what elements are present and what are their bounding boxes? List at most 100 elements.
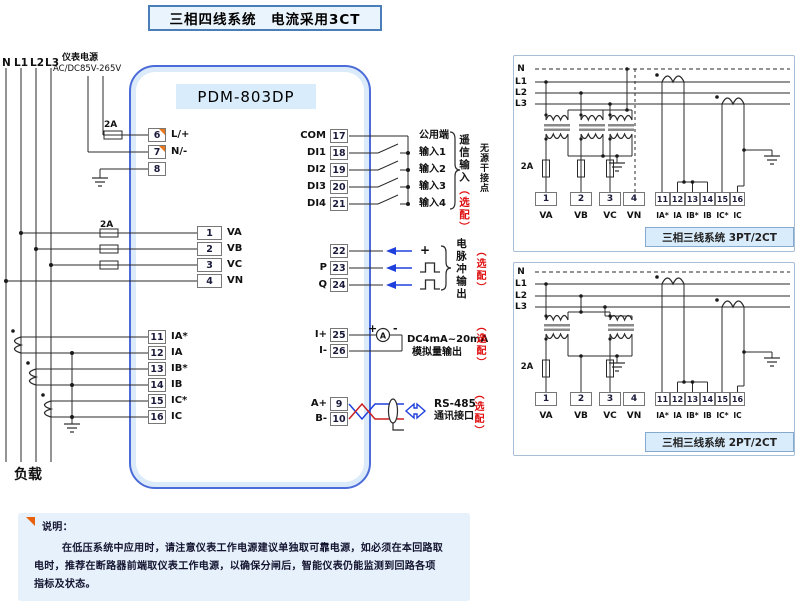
phase-label-l1: L1: [14, 57, 28, 69]
shield-ground-icon: [392, 423, 404, 431]
sp1-terminal-14: 14: [700, 192, 715, 206]
di-type-label: 无源干接点: [478, 143, 488, 193]
terminal-24-label: Q: [318, 279, 327, 290]
note-box: [18, 513, 470, 601]
terminal-13-label: IB*: [171, 363, 188, 374]
sp2-phase-l3: L3: [515, 302, 527, 312]
sp2-terminal-4: 4: [623, 392, 645, 406]
terminal-20-label: DI3: [307, 181, 326, 192]
terminal-11: 11: [148, 330, 166, 344]
sp2-terminal-12: 12: [670, 392, 685, 406]
terminal-14: 14: [148, 378, 166, 392]
sp2-terminal-13-label: IB*: [686, 411, 699, 420]
terminal-6: 6: [148, 128, 166, 142]
power-fuse-label: 2A: [104, 120, 118, 130]
twisted-pair-icon: [348, 402, 404, 421]
sp1-terminal-2: 2: [570, 192, 592, 206]
note-heading: 说明：: [42, 522, 73, 533]
sp2-phase-l2: L2: [515, 291, 527, 301]
sp2-terminal-15-label: IC*: [716, 411, 729, 420]
sp2-caption: 三相三线系统 2PT/2CT: [645, 432, 794, 452]
meter-power-range: AC/DC85V-265V: [53, 64, 122, 74]
ammeter-icon: A: [375, 327, 391, 343]
analog-minus-sign: -: [393, 322, 398, 335]
sp1-terminal-16: 16: [730, 192, 745, 206]
sp2-terminal-3-label: VC: [603, 411, 617, 421]
sp1-terminal-16-label: IC: [733, 211, 742, 220]
terminal-19-label: DI2: [307, 164, 326, 175]
analog-range-label: DC4mA~20mA: [407, 334, 489, 345]
sp2-terminal-2: 2: [570, 392, 592, 406]
terminal-10-label: B-: [315, 413, 327, 424]
subpanel-3pt2ct: [513, 55, 795, 252]
sp1-terminal-3: 3: [599, 192, 621, 206]
sp1-terminal-4-label: VN: [626, 211, 642, 221]
comm-optional-label: （选配）: [472, 389, 483, 437]
sp1-terminal-12-label: IA: [673, 211, 682, 220]
pulse-arrow-icons: [386, 247, 412, 289]
terminal-2-label: VB: [227, 243, 243, 254]
di-common-label: 公用端: [419, 130, 449, 141]
analog-output-label: 模拟量输出: [412, 347, 462, 358]
shield-icon: [387, 398, 399, 424]
terminal-18: 18: [330, 146, 348, 160]
note-line-2: 电时，推荐在断路器前端取仪表工作电源，以确保分闸后，智能仪表仍能监测到回路各项: [34, 561, 436, 572]
terminal-23: 23: [330, 261, 348, 275]
terminal-24: 24: [330, 278, 348, 292]
terminal-9: 9: [330, 397, 348, 411]
terminal-20: 20: [330, 180, 348, 194]
sp1-phase-l2: L2: [515, 88, 527, 98]
sp1-phase-n: N: [517, 64, 525, 74]
terminal-3-label: VC: [227, 259, 243, 270]
terminal-7-label: N/-: [171, 146, 188, 157]
phase-label-l2: L2: [30, 57, 44, 69]
sp2-terminal-2-label: VB: [574, 411, 588, 421]
terminal-6-label: L/+: [171, 129, 190, 140]
note-line-1: 在低压系统中应用时，请注意仪表工作电源建议单独取可靠电源，如必须在本回路取: [62, 543, 444, 554]
analog-plus-sign: +: [368, 322, 378, 335]
sp2-terminal-15: 15: [715, 392, 730, 406]
voltage-fuse-label: 2A: [100, 220, 114, 230]
sp2-phase-n: N: [517, 267, 525, 277]
page-title: 三相四线系统 电流采用3CT: [148, 5, 382, 31]
pulse-plus-sign: +: [420, 243, 431, 257]
sp2-fuse-label: 2A: [520, 362, 534, 372]
sp1-phase-l3: L3: [515, 99, 527, 109]
terminal-2: 2: [197, 242, 222, 256]
brace-icons: [440, 131, 461, 291]
terminal-18-label: DI1: [307, 147, 326, 158]
fuse-icons: [99, 130, 614, 378]
device-model: PDM-803DP: [176, 84, 316, 109]
load-label: 负载: [14, 467, 42, 483]
terminal-4-label: VN: [227, 275, 244, 286]
sp1-terminal-11: 11: [655, 192, 670, 206]
terminal-14-label: IB: [171, 379, 183, 390]
ground-icons: [64, 155, 780, 433]
sp1-terminal-3-label: VC: [603, 211, 617, 221]
double-arrow-icon: [404, 402, 427, 420]
sp1-caption: 三相三线系统 3PT/2CT: [645, 227, 794, 247]
terminal-23-label: P: [319, 262, 327, 273]
sp1-terminal-15-label: IC*: [716, 211, 729, 220]
sp1-terminal-4: 4: [623, 192, 645, 206]
terminal-3: 3: [197, 258, 222, 272]
meter-power-label: 仪表电源: [62, 53, 99, 63]
sp1-terminal-15: 15: [715, 192, 730, 206]
terminal-1: 1: [197, 226, 222, 240]
sp2-terminal-1-label: VA: [539, 411, 553, 421]
sp2-terminal-4-label: VN: [626, 411, 642, 421]
sp1-terminal-1: 1: [535, 192, 557, 206]
sp2-terminal-14: 14: [700, 392, 715, 406]
di-input1-label: 输入1: [419, 147, 446, 158]
comm-name-label: RS-485: [434, 398, 476, 410]
terminal-19: 19: [330, 163, 348, 177]
di-input4-label: 输入4: [419, 198, 446, 209]
sp1-phase-l1: L1: [515, 77, 527, 87]
terminal-25-label: I+: [314, 329, 327, 340]
sp1-terminal-14-label: IB: [703, 211, 712, 220]
terminal-12: 12: [148, 346, 166, 360]
di-group-label: 遥信输入（选配）: [458, 134, 470, 234]
terminal-11-label: IA*: [171, 331, 188, 342]
terminal-16-label: IC: [171, 411, 183, 422]
